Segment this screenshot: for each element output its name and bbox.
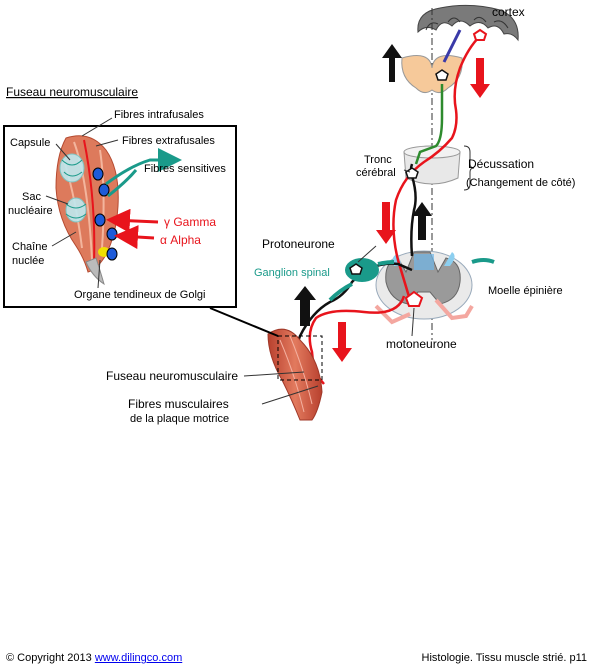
leader-fuseau [243, 371, 305, 377]
footer-link[interactable]: www.dilingco.com [94, 652, 183, 664]
label-fibres-musc-1: Fibres musculaires [128, 397, 229, 411]
inset-gamma: γ Gamma [164, 215, 216, 229]
footer-caption: Histologie. Tissu muscle strié. p11 [421, 652, 587, 664]
leader-fibres [261, 385, 319, 405]
inset-chaine-1: Chaîne [12, 241, 47, 253]
label-fuseau-bottom: Fuseau neuromusculaire [106, 369, 238, 383]
label-tronc-1: Tronc [364, 154, 392, 166]
inset-title: Fuseau neuromusculaire [6, 85, 138, 99]
inset-capsule: Capsule [10, 137, 50, 149]
inset-intrafusales: Fibres intrafusales [114, 109, 204, 121]
inset-sensitives: Fibres sensitives [144, 163, 226, 175]
footer-copyright: © Copyright 2013 www.dilingco.com [6, 652, 182, 664]
motor-pathway-upper [392, 35, 481, 301]
inset-chaine-2: nuclée [12, 255, 44, 267]
midbrain-section [401, 55, 463, 94]
copyright-text: © Copyright 2013 [6, 652, 92, 664]
decussation-bracket [463, 145, 475, 191]
inset-extrafusales: Fibres extrafusales [122, 135, 215, 147]
flow-arrows [294, 44, 490, 362]
motor-pathway-lower [308, 295, 406, 385]
label-decussation: Décussation [468, 157, 534, 171]
label-fibres-musc-2: de la plaque motrice [130, 413, 229, 425]
inset-sac-1: Sac [22, 191, 41, 203]
inset-box [3, 117, 279, 337]
inset-sac-2: nucléaire [8, 205, 53, 217]
dorsal-root-right [471, 258, 495, 264]
label-cortex: cortex [492, 5, 525, 19]
label-decussation-note: (Changement de côté) [466, 177, 575, 189]
leader-tronc [403, 169, 411, 173]
label-ganglion: Ganglion spinal [254, 267, 330, 279]
label-moelle: Moelle épinière [488, 285, 563, 297]
leader-motoneurone [411, 307, 415, 337]
cortex-projection [442, 29, 462, 63]
label-protoneurone: Protoneurone [262, 237, 335, 251]
muscle-drawing [267, 328, 323, 421]
label-motoneurone: motoneurone [386, 337, 457, 351]
label-tronc-2: cérébral [356, 167, 396, 179]
cortex-drawing [417, 4, 519, 42]
sensory-tract-green [414, 84, 444, 165]
leader-protoneurone [357, 245, 377, 263]
inset-alpha: α Alpha [160, 233, 201, 247]
inset-golgi: Organe tendineux de Golgi [74, 289, 205, 301]
